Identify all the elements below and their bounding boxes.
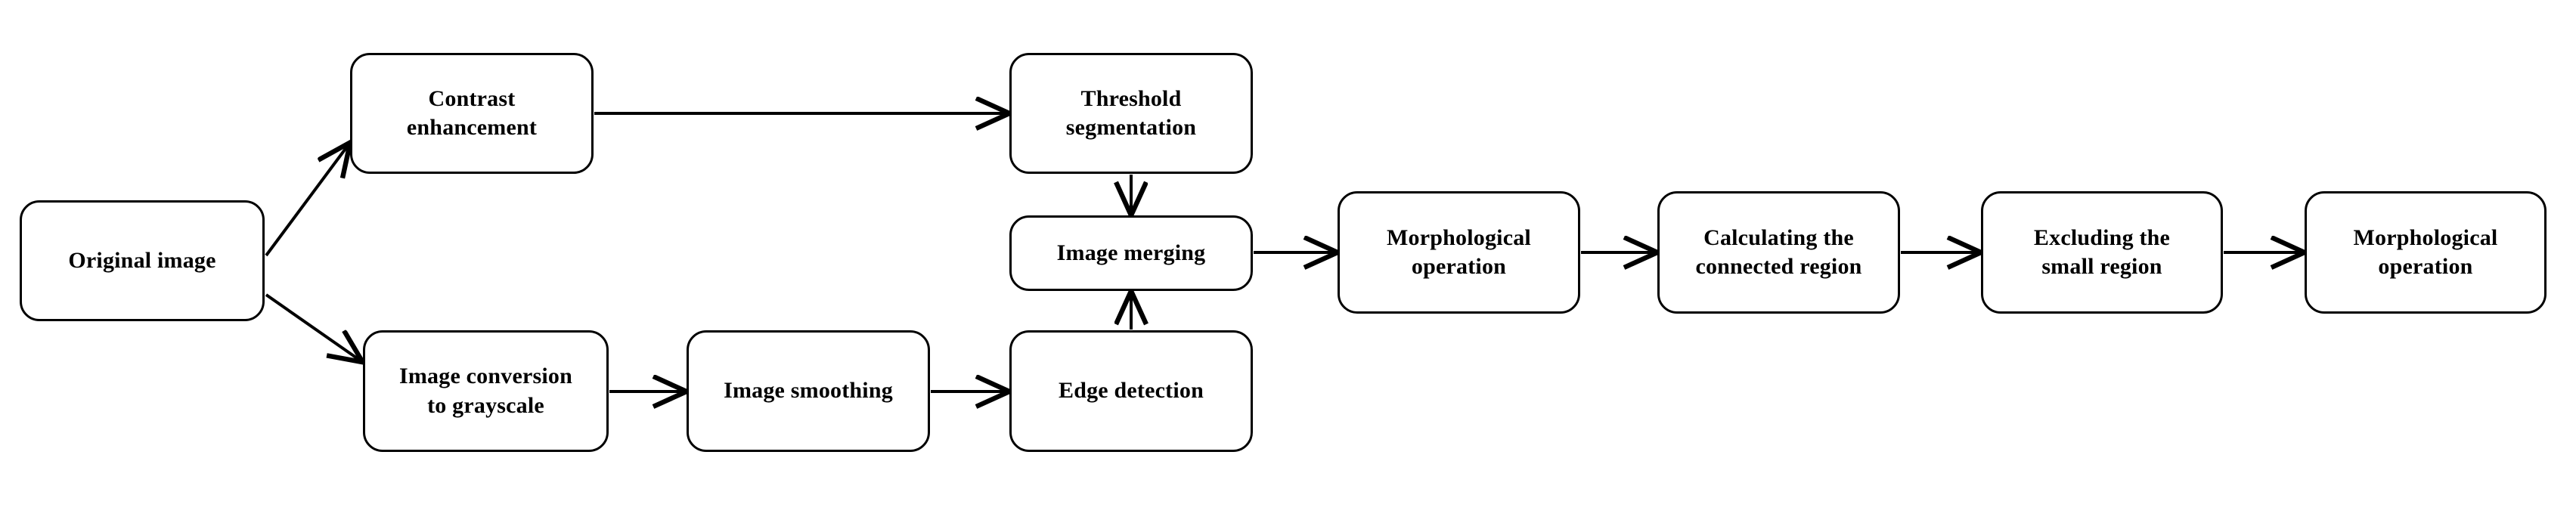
node-label-image-merging: Image merging: [1056, 240, 1206, 265]
node-label-original-image: Original image: [68, 247, 216, 273]
node-label-calculating-the-connected-region: Calculating the connected region: [1695, 224, 1862, 279]
node-label-threshold-segmentation: Threshold segmentation: [1065, 85, 1197, 140]
node-image-merging[interactable]: Image merging: [1009, 215, 1253, 291]
node-label-morphological-operation-2: Morphological operation: [2353, 224, 2498, 279]
node-label-excluding-the-small-region: Excluding the small region: [2033, 224, 2171, 279]
node-label-image-smoothing: Image smoothing: [724, 378, 893, 404]
node-label-edge-detection: Edge detection: [1059, 378, 1204, 404]
node-edge-detection[interactable]: Edge detection: [1009, 330, 1253, 452]
node-contrast-enhancement[interactable]: Contrast enhancement: [350, 53, 594, 174]
node-label-contrast-enhancement: Contrast enhancement: [406, 85, 538, 140]
node-excluding-the-small-region[interactable]: Excluding the small region: [1981, 191, 2223, 314]
edge-original-to-contrast: [265, 144, 349, 257]
node-image-smoothing[interactable]: Image smoothing: [687, 330, 930, 452]
node-morphological-operation-2[interactable]: Morphological operation: [2305, 191, 2547, 314]
node-morphological-operation-1[interactable]: Morphological operation: [1338, 191, 1580, 314]
node-label-image-conversion-to-grayscale: Image conversion to grayscale: [398, 364, 572, 418]
edge-original-to-grayscale: [265, 293, 361, 361]
node-calculating-the-connected-region[interactable]: Calculating the connected region: [1657, 191, 1900, 314]
node-label-morphological-operation-1: Morphological operation: [1387, 224, 1531, 279]
node-threshold-segmentation[interactable]: Threshold segmentation: [1009, 53, 1253, 174]
node-image-conversion-to-grayscale[interactable]: Image conversion to grayscale: [363, 330, 609, 452]
node-original-image[interactable]: Original image: [20, 200, 265, 321]
